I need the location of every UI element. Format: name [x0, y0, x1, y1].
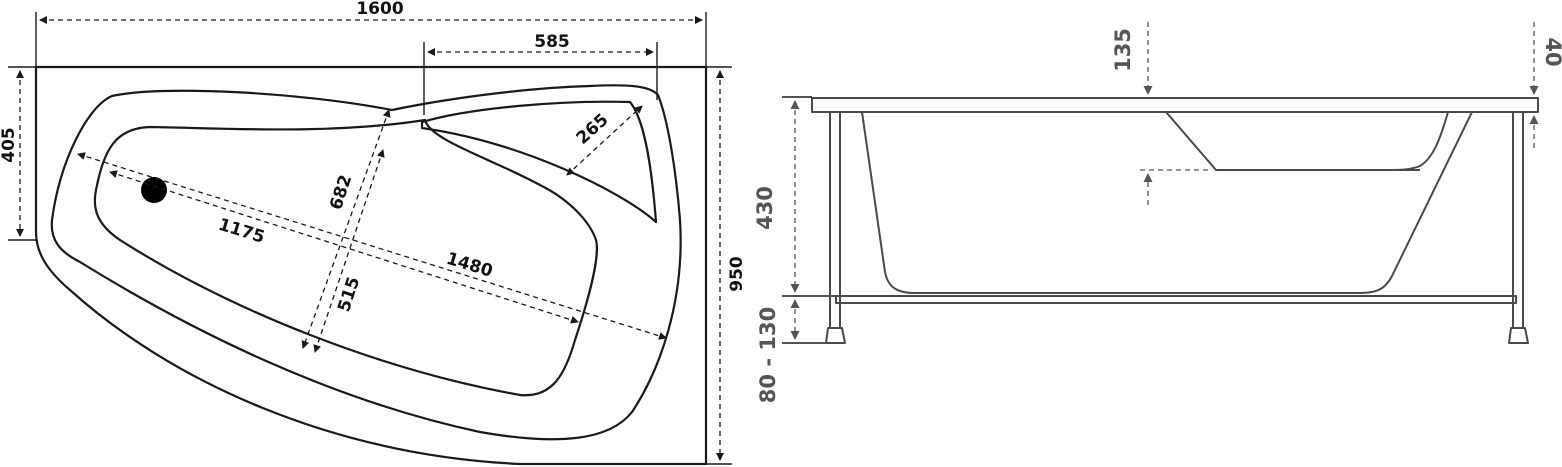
dim-label-40: 40	[1541, 37, 1562, 66]
side-view: 135 40 430 80 - 130	[753, 22, 1562, 403]
tub-rim-outline	[50, 84, 682, 441]
leg-right	[1508, 111, 1529, 344]
dim-label-950: 950	[727, 256, 747, 292]
dim-label-430: 430	[753, 186, 777, 230]
dim-line-265	[566, 105, 643, 176]
dim-label-585: 585	[534, 32, 570, 52]
dim-label-682: 682	[326, 172, 356, 212]
leg-left	[825, 111, 846, 344]
dim-label-135: 135	[1111, 28, 1135, 72]
tub-inner-wall	[1389, 111, 1449, 171]
tub-seat-outline	[420, 100, 658, 224]
tub-basin-outline	[93, 118, 598, 397]
dim-label-80-130: 80 - 130	[756, 307, 780, 403]
tub-rim-slab	[811, 97, 1539, 113]
dim-line-1175	[109, 170, 579, 324]
tub-body-profile	[861, 111, 1473, 294]
drain-hole	[141, 177, 167, 203]
tub-seat-step	[1165, 111, 1420, 171]
tub-outer-outline	[34, 65, 708, 466]
dim-label-1600: 1600	[356, 0, 403, 19]
dim-label-1480: 1480	[444, 249, 495, 282]
top-view: 1600 585 405 950 265 682 515 1175 1480	[0, 0, 747, 466]
dim-label-405: 405	[0, 127, 19, 163]
dim-label-265: 265	[573, 110, 613, 149]
frame-bar	[835, 295, 1517, 304]
dim-line-1480	[77, 152, 667, 340]
